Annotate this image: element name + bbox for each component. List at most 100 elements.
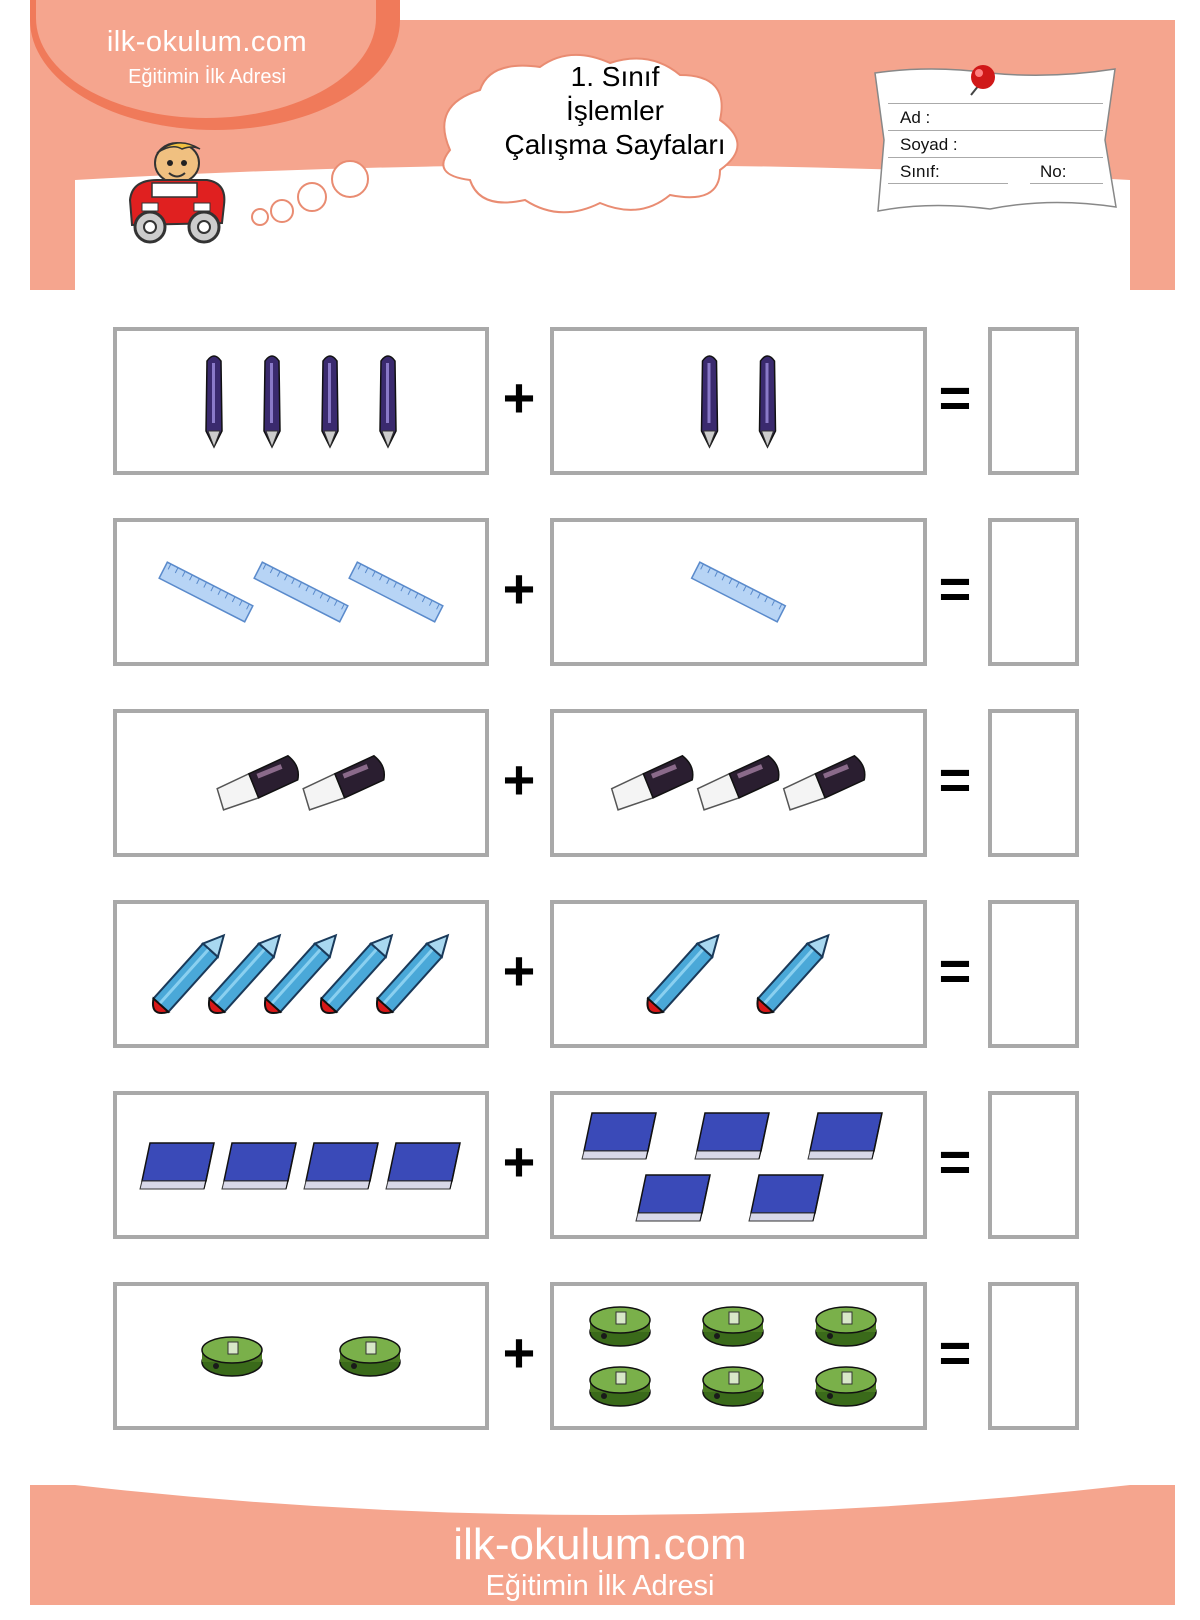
item-group: [205, 355, 397, 449]
problem-row: +=: [0, 1091, 1200, 1251]
book-icon: [694, 1112, 770, 1160]
answer-box[interactable]: [988, 1282, 1079, 1430]
book-icon: [581, 1112, 657, 1160]
book-icon: [635, 1174, 711, 1222]
class-field[interactable]: [888, 183, 1008, 184]
addend-box-right: [550, 1282, 927, 1430]
title-line-grade: 1. Sınıf: [570, 61, 660, 92]
plus-sign: +: [502, 1321, 536, 1384]
pencil-icon: [151, 933, 226, 1015]
item-group: [151, 933, 450, 1015]
thought-cloud-icon: [251, 53, 739, 226]
book-icon: [385, 1142, 461, 1190]
addend-box-right: [550, 327, 927, 475]
logo-site-name: ilk-okulum.com: [106, 26, 308, 58]
item-group: [139, 1142, 461, 1190]
equals-sign: =: [938, 366, 972, 429]
plus-sign: +: [502, 939, 536, 1002]
addend-box-left: [113, 709, 489, 857]
pushpin-icon: [970, 65, 995, 96]
footer-site-name: ilk-okulum.com: [453, 1520, 747, 1569]
pen-icon: [758, 355, 777, 449]
number-label: No:: [1040, 162, 1067, 181]
answer-box[interactable]: [988, 1091, 1079, 1239]
name-card-paper: [874, 68, 1117, 212]
surname-field[interactable]: [888, 157, 1103, 158]
pencil-icon: [646, 933, 720, 1015]
worksheet-title: 1. Sınıf İşlemler Çalışma Sayfaları: [460, 60, 770, 162]
addend-box-right: [550, 900, 927, 1048]
ruler-icon: [690, 561, 787, 623]
pen-icon: [263, 355, 281, 449]
logo-slogan: Eğitimin İlk Adresi: [128, 66, 286, 88]
item-group: [581, 1112, 883, 1222]
pen-icon: [379, 355, 397, 449]
sharpener-icon: [702, 1366, 764, 1407]
footer-slogan: Eğitimin İlk Adresi: [485, 1570, 715, 1602]
plus-sign: +: [502, 366, 536, 429]
equals-sign: =: [938, 557, 972, 620]
sharpener-icon: [339, 1336, 401, 1377]
addend-box-left: [113, 1091, 489, 1239]
class-label: Sınıf:: [900, 162, 940, 181]
answer-box[interactable]: [988, 518, 1079, 666]
equals-sign: =: [938, 1130, 972, 1193]
title-line-subtitle: Çalışma Sayfaları: [504, 129, 726, 160]
problem-row: +=: [0, 327, 1200, 487]
answer-box[interactable]: [988, 327, 1079, 475]
item-group: [646, 933, 830, 1015]
name-field[interactable]: [888, 130, 1103, 131]
eraser-icon: [216, 754, 299, 811]
book-icon: [807, 1112, 883, 1160]
sharpener-icon: [815, 1306, 877, 1347]
addend-box-left: [113, 1282, 489, 1430]
ruler-icon: [158, 561, 254, 623]
item-group: [700, 355, 777, 449]
addend-box-right: [550, 1091, 927, 1239]
book-icon: [303, 1142, 379, 1190]
problem-row: +=: [0, 1282, 1200, 1442]
equals-sign: =: [938, 1321, 972, 1384]
ruler-icon: [253, 561, 349, 623]
pen-icon: [700, 355, 719, 449]
pen-icon: [321, 355, 339, 449]
item-group: [216, 754, 385, 811]
pencil-icon: [375, 933, 450, 1015]
eraser-icon: [696, 754, 780, 811]
pen-icon: [205, 355, 223, 449]
addend-box-left: [113, 900, 489, 1048]
book-icon: [139, 1142, 215, 1190]
item-group: [201, 1336, 401, 1377]
item-group: [610, 754, 866, 811]
plus-sign: +: [502, 748, 536, 811]
addend-box-left: [113, 327, 489, 475]
equals-sign: =: [938, 939, 972, 1002]
title-line-topic: İşlemler: [565, 95, 664, 126]
problem-row: +=: [0, 900, 1200, 1060]
eraser-icon: [610, 754, 694, 811]
pencil-icon: [756, 933, 830, 1015]
sharpener-icon: [702, 1306, 764, 1347]
answer-box[interactable]: [988, 900, 1079, 1048]
plus-sign: +: [502, 557, 536, 620]
book-icon: [748, 1174, 824, 1222]
problem-row: +=: [0, 709, 1200, 869]
sharpener-icon: [815, 1366, 877, 1407]
book-icon: [221, 1142, 297, 1190]
sharpener-icon: [589, 1366, 651, 1407]
car-icon: [128, 142, 226, 244]
equals-sign: =: [938, 748, 972, 811]
eraser-icon: [302, 754, 385, 811]
pencil-icon: [207, 933, 282, 1015]
plus-sign: +: [502, 1130, 536, 1193]
ruler-icon: [348, 561, 444, 623]
addend-box-right: [550, 518, 927, 666]
addend-box-right: [550, 709, 927, 857]
problem-row: +=: [0, 518, 1200, 678]
item-group: [690, 561, 787, 623]
card-line-top: [888, 103, 1103, 104]
answer-box[interactable]: [988, 709, 1079, 857]
addend-box-left: [113, 518, 489, 666]
number-field[interactable]: [1030, 183, 1103, 184]
pencil-icon: [319, 933, 394, 1015]
